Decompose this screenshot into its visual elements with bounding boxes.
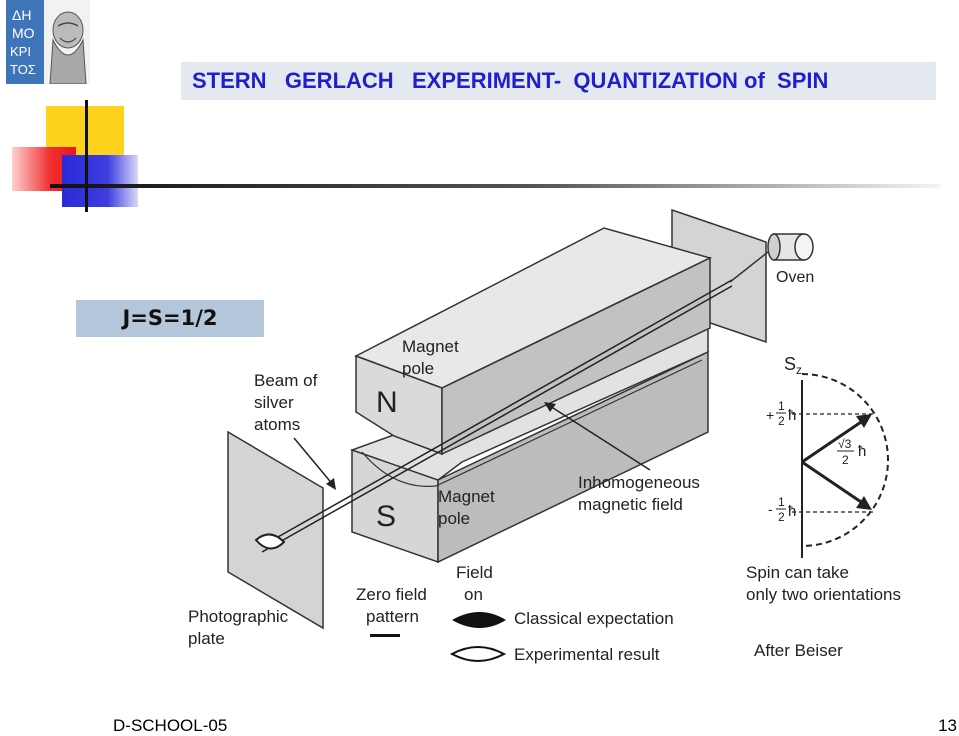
field-pointer-arrow — [549, 405, 651, 471]
sz-label: Sz — [784, 354, 802, 377]
logo-letters-4: ΤΟΣ — [10, 62, 36, 77]
deco-vertical-line — [85, 100, 88, 212]
beam-label-line3: atoms — [254, 415, 300, 434]
field-on-label-line2: on — [464, 585, 483, 604]
plus-half-num: 1 — [778, 399, 785, 413]
photographic-plate-label-line1: Photographic — [188, 607, 289, 626]
classical-expectation-mark — [452, 612, 506, 628]
decorative-graphic — [12, 100, 940, 212]
south-magnet-side — [437, 350, 709, 564]
logo-letters-3: ΚΡΙ — [10, 44, 31, 59]
experimental-result-mark — [449, 646, 507, 662]
magnet-pole-bottom-line1: Magnet — [438, 487, 495, 506]
magnet-pole-top-line2: pole — [402, 359, 434, 378]
stern-gerlach-diagram: Oven N S Magnet pole Magnet pole Beam of… — [188, 208, 901, 664]
spin-down-arrowhead — [856, 496, 872, 510]
slide-title: STERN GERLACH EXPERIMENT- QUANTIZATION o… — [192, 68, 829, 93]
zero-field-pattern-mark — [370, 634, 400, 637]
oven — [729, 233, 814, 283]
beam-pointer-arrowhead — [326, 478, 336, 490]
beam-label-line2: silver — [254, 393, 294, 412]
minus-half-den: 2 — [778, 510, 785, 524]
oven-label: Oven — [776, 269, 814, 286]
plus-half-den: 2 — [778, 414, 785, 428]
north-magnet-side — [441, 256, 711, 456]
beam-label-line1: Beam of — [254, 371, 318, 390]
slide-number: 13 — [938, 716, 957, 735]
after-beiser-label: After Beiser — [754, 641, 843, 660]
logo-letters-1: ΔΗ — [12, 7, 31, 23]
plate-pattern — [254, 533, 286, 550]
inhomogeneous-label-line2: magnetic field — [578, 495, 683, 514]
spin-value-box: J=S=1/2 — [76, 300, 264, 337]
field-pointer-arrowhead — [544, 402, 556, 412]
inhomogeneous-label-line1: Inhomogeneous — [578, 473, 700, 492]
sqrt3-den: 2 — [842, 453, 849, 467]
logo-letters-2: ΜΟ — [12, 25, 35, 41]
spin-up-arrowhead — [856, 414, 872, 428]
atom-beam — [261, 279, 733, 553]
plus-half-hbar: ħ — [788, 407, 796, 424]
plus-half-sign: + — [766, 407, 774, 423]
minus-half-sign: - — [768, 501, 773, 517]
spin-circle-arc — [801, 373, 889, 547]
spin-caption-line2: only two orientations — [746, 585, 901, 604]
institute-logo: ΔΗ ΜΟ ΚΡΙ ΤΟΣ — [6, 0, 90, 84]
experimental-result-label: Experimental result — [514, 645, 660, 664]
photographic-plate — [227, 430, 324, 630]
north-pole-letter: N — [376, 386, 398, 419]
magnet-pole-top-line1: Magnet — [402, 337, 459, 356]
title-bar: STERN GERLACH EXPERIMENT- QUANTIZATION o… — [181, 62, 936, 100]
field-on-label-line1: Field — [456, 563, 493, 582]
minus-half-hbar: ħ — [788, 503, 796, 520]
north-magnet-front — [355, 354, 443, 456]
classical-expectation-label: Classical expectation — [514, 609, 674, 628]
sqrt3-hbar: ħ — [858, 443, 866, 460]
sqrt3-num: √3 — [838, 437, 852, 451]
minus-half-num: 1 — [778, 495, 785, 509]
photographic-plate-label-line2: plate — [188, 629, 225, 648]
spin-down-vector — [801, 460, 865, 506]
beam-pointer-arrow — [293, 437, 335, 487]
spin-vector-diagram — [792, 373, 889, 558]
zero-field-label-line1: Zero field — [356, 585, 427, 604]
south-magnet-groove — [361, 359, 703, 487]
zero-field-label-line2: pattern — [366, 607, 419, 626]
deco-blue-square — [62, 155, 138, 207]
south-pole-letter: S — [376, 500, 396, 533]
logo-bust — [49, 11, 87, 84]
magnet-pole-bottom-line2: pole — [438, 509, 470, 528]
footer-course-label: D-SCHOOL-05 — [113, 716, 228, 735]
spin-up-vector — [801, 418, 865, 464]
deco-horizontal-line — [50, 184, 940, 188]
spin-caption-line1: Spin can take — [746, 563, 849, 582]
